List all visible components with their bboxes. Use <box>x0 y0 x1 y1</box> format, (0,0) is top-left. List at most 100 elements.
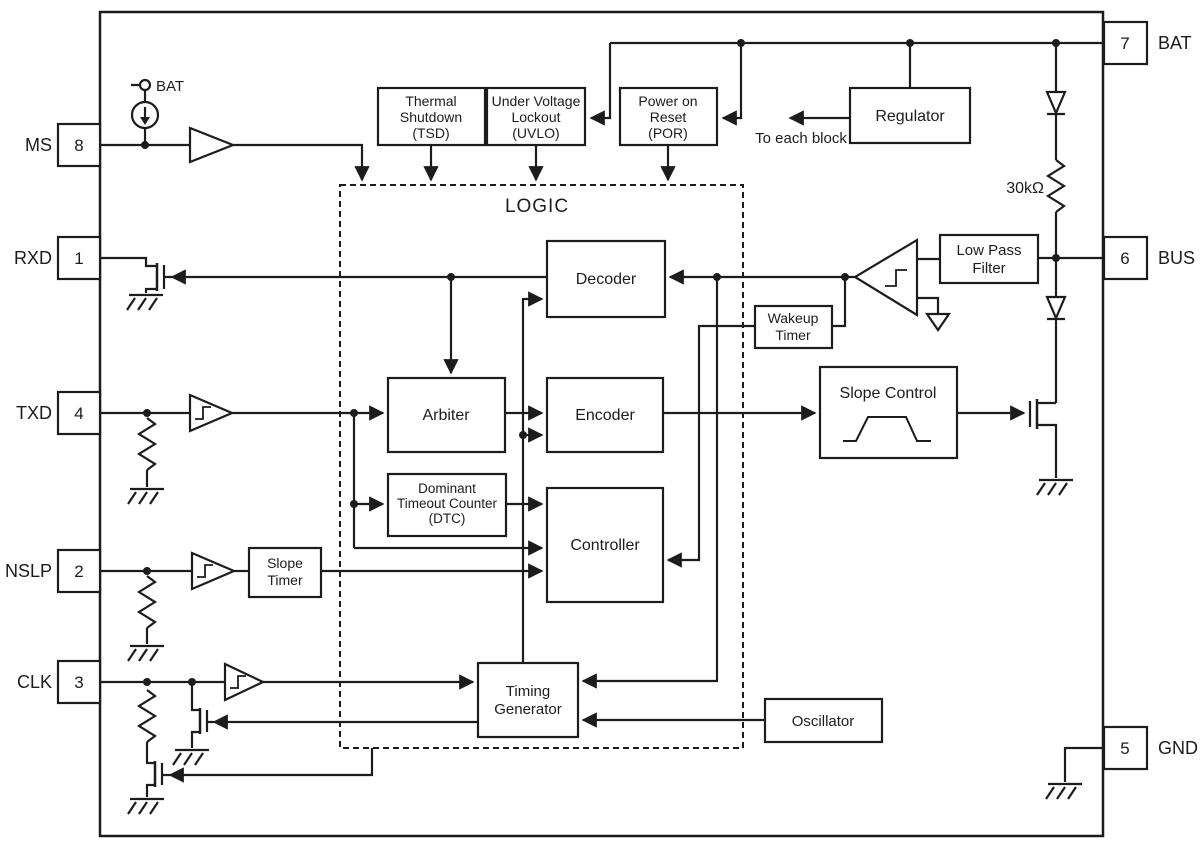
block-arbiter: Arbiter <box>386 376 507 454</box>
junction-dot <box>447 273 455 281</box>
ground-rxd-fet <box>125 293 165 312</box>
bat-terminal-label: BAT <box>156 78 184 95</box>
block-label: (TSD) <box>412 125 449 141</box>
pin-label: GND <box>1158 738 1198 758</box>
buffer-triangle <box>190 551 237 591</box>
txd-schmitt-buffer <box>188 393 235 433</box>
clk-pulldown-resistor <box>137 688 157 744</box>
block-label: Regulator <box>875 108 945 125</box>
block-dtc: Dominant Timeout Counter (DTC) <box>386 472 508 538</box>
block-slope-control: Slope Control <box>818 365 959 460</box>
hysteresis-icon <box>885 269 907 287</box>
block-label: Lockout <box>511 109 560 125</box>
block-label: Arbiter <box>422 407 470 424</box>
timing-to-decoder-wire <box>521 291 544 663</box>
ground-txd <box>126 487 166 506</box>
pin-number: 5 <box>1120 739 1129 758</box>
block-box <box>753 304 834 350</box>
wakeup-to-controller-wire <box>666 324 755 568</box>
pin-number: 3 <box>74 673 83 692</box>
bat-terminal-circle <box>138 78 152 92</box>
junction-dot <box>143 567 151 575</box>
bus-receiver-schmitt <box>852 238 919 317</box>
receiver-ground-stub <box>917 296 940 313</box>
pin-ms: 8 MS <box>25 122 102 168</box>
junction-dot <box>1052 254 1060 262</box>
junction-dot <box>737 39 745 47</box>
bus-output-mosfet <box>1028 399 1058 478</box>
clk-schmitt-buffer <box>223 662 266 702</box>
fet-leads <box>144 275 172 293</box>
receiver-triangle <box>852 238 919 317</box>
pin-box <box>56 390 102 436</box>
pullup-resistor-label: 30kΩ <box>1006 180 1044 197</box>
block-label: (DTC) <box>429 511 466 526</box>
txd-pulldown-resistor <box>137 416 157 472</box>
clk-upper-mosfet <box>190 708 214 748</box>
buffer-triangle <box>188 393 235 433</box>
block-box <box>376 86 487 147</box>
pin-box <box>1102 725 1149 771</box>
junction-dot <box>713 273 721 281</box>
logic-label: LOGIC <box>505 196 569 217</box>
ground-gnd-pin <box>1044 782 1084 801</box>
rxd-mosfet <box>144 263 172 293</box>
block-box <box>763 697 884 744</box>
receiver-to-timing-wire <box>581 277 719 689</box>
pin-box <box>1102 20 1149 66</box>
ms-current-source <box>130 78 160 145</box>
block-box <box>545 486 665 604</box>
block-regulator: Regulator <box>848 86 972 145</box>
ms-buffer-to-logic-wire <box>233 143 370 182</box>
block-label: Slope Control <box>840 385 937 402</box>
block-label: Controller <box>570 537 640 554</box>
pin-number: 7 <box>1120 34 1129 53</box>
block-decoder: Decoder <box>545 239 667 319</box>
block-encoder: Encoder <box>545 376 665 454</box>
block-label: Filter <box>972 260 1005 277</box>
block-box <box>386 472 508 538</box>
block-box <box>386 376 507 454</box>
block-uvlo: Under Voltage Lockout (UVLO) <box>485 86 587 147</box>
pin-box <box>56 235 102 281</box>
hysteresis-icon <box>195 406 211 420</box>
bat-to-uvlo-wire <box>589 43 612 126</box>
block-label: Generator <box>494 701 562 718</box>
block-controller: Controller <box>545 486 665 604</box>
pin-label: NSLP <box>5 561 52 581</box>
block-label: Reset <box>650 109 687 125</box>
fet-leads <box>1037 401 1058 478</box>
block-oscillator: Oscillator <box>763 697 884 744</box>
junction-dot <box>350 409 358 417</box>
block-por: Power on Reset (POR) <box>618 86 719 147</box>
pin-label: BUS <box>1158 248 1195 268</box>
pin-nslp: 2 NSLP <box>5 548 102 594</box>
diode-top <box>1045 90 1067 116</box>
block-label: Under Voltage <box>492 93 581 109</box>
block-box <box>485 86 587 147</box>
block-tsd: Thermal Shutdown (TSD) <box>376 86 487 147</box>
junction-dot <box>519 431 527 439</box>
pin-number: 6 <box>1120 249 1129 268</box>
block-label: Dominant <box>418 481 476 496</box>
block-label: Low Pass <box>956 242 1021 259</box>
pin-box <box>56 659 102 705</box>
diode-top-cathode <box>1047 112 1065 160</box>
block-label: Shutdown <box>400 109 462 125</box>
ground-clk-lower-fet <box>126 797 166 816</box>
pin-gnd: 5 GND <box>1102 725 1198 771</box>
pullup-resistor <box>1046 158 1066 214</box>
block-box <box>545 239 667 319</box>
block-timing-generator: Timing Generator <box>476 661 580 739</box>
clk-lower-mosfet <box>145 761 170 797</box>
pin-label: BAT <box>1158 33 1192 53</box>
pin-label: CLK <box>17 672 52 692</box>
pin-rxd: 1 RXD <box>14 235 102 281</box>
gnd-pin-wire <box>1063 746 1104 782</box>
block-label: Wakeup <box>768 310 819 326</box>
fet-leads <box>190 720 214 748</box>
block-label: Timeout Counter <box>397 496 498 511</box>
pin-label: RXD <box>14 248 52 268</box>
ground-nslp <box>126 644 166 663</box>
